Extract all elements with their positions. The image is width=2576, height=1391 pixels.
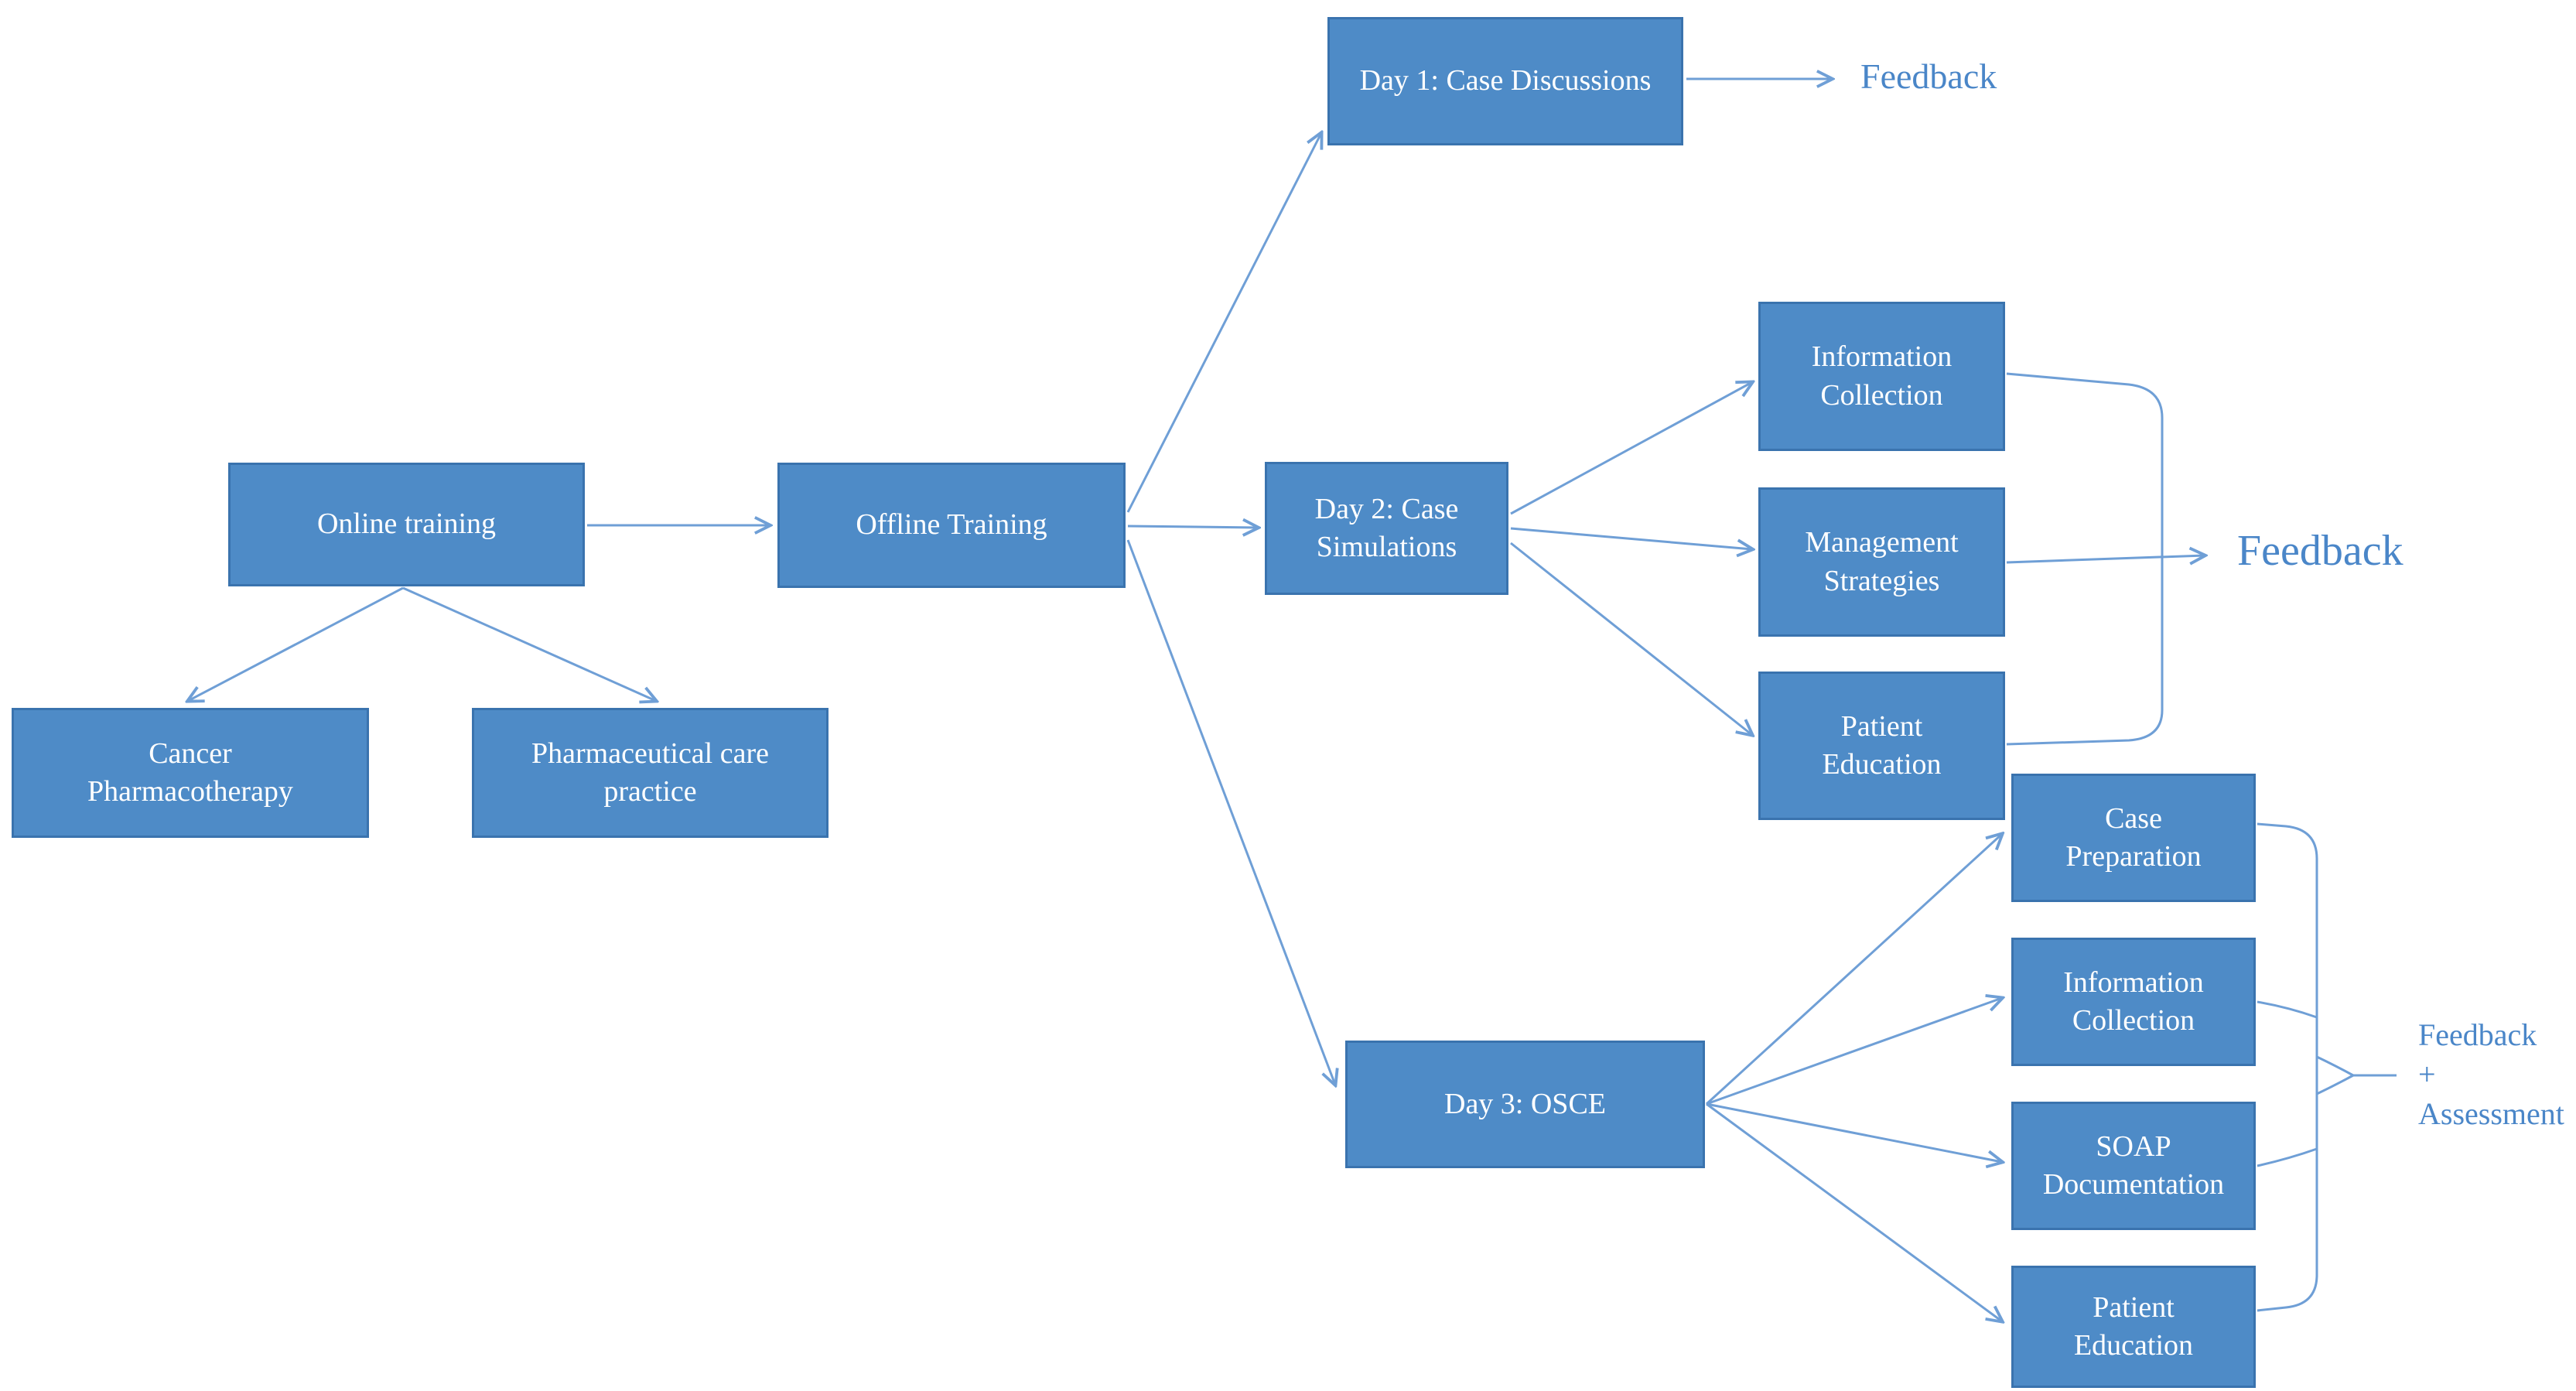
node-day2-management-strategies: Management Strategies [1758,487,2005,637]
node-day3-patient-education: Patient Education [2011,1266,2256,1388]
node-day3-information-collection: Information Collection [2011,938,2256,1066]
node-online-training: Online training [228,463,585,586]
bracket-day3-merge-ic [2257,1000,2318,1019]
node-day2-patient-education: Patient Education [1758,672,2005,820]
node-day3-osce: Day 3: OSCE [1345,1041,1705,1168]
label-feedback-day1: Feedback [1860,56,1997,96]
edge-day2-to-management-strategies [1510,527,1752,549]
edge-offline-to-day2 [1127,526,1258,528]
node-day3-case-preparation: Case Preparation [2011,774,2256,902]
node-offline-training: Offline Training [777,463,1126,588]
node-pharmaceutical-care-practice: Pharmaceutical care practice [472,708,828,838]
edge-offline-to-day3 [1126,539,1335,1085]
edge-day2-to-information-collection [1510,382,1752,515]
bracket-day3-merge-point [2316,1055,2397,1095]
edge-online-to-pharm [402,586,656,701]
label-feedback-day2: Feedback [2237,527,2403,575]
edge-day2-merge-to-feedback [2006,555,2205,562]
node-day2-information-collection: Information Collection [1758,302,2005,451]
node-day1-case-discussions: Day 1: Case Discussions [1327,17,1683,145]
label-feedback-assessment-day3: Feedback + Assessment [2418,1017,2564,1132]
edge-offline-to-day1 [1126,133,1321,513]
bracket-day3-merge-soap [2257,1147,2318,1167]
edge-day3-to-information-collection [1706,998,2002,1106]
bracket-day3-merge-outer [2257,822,2318,1312]
node-cancer-pharmacotherapy: Cancer Pharmacotherapy [12,708,369,838]
edge-day3-to-soap-documentation [1706,1102,2002,1162]
node-day3-soap-documentation: SOAP Documentation [2011,1102,2256,1230]
node-day2-case-simulations: Day 2: Case Simulations [1265,462,1508,595]
edge-day3-to-case-preparation [1705,834,2002,1106]
bracket-day2-merge [2006,372,2164,746]
edge-day2-to-patient-education [1510,542,1752,735]
edge-online-to-cancer [188,586,404,701]
edge-day3-to-patient-education [1706,1102,2002,1321]
